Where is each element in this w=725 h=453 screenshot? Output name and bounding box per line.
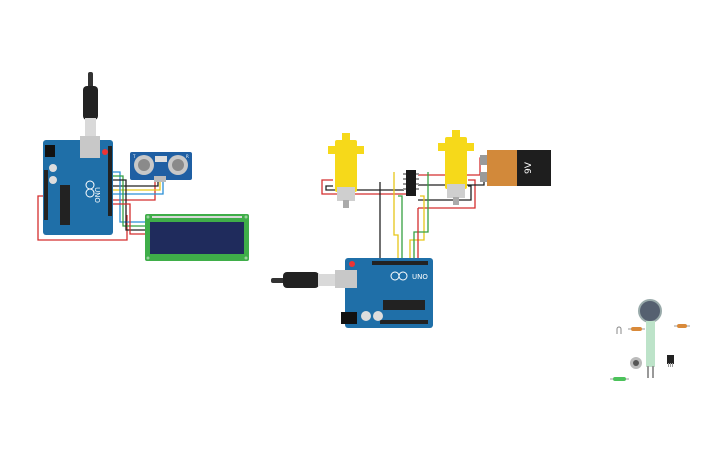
resistor-right[interactable] xyxy=(674,324,690,328)
uno-label-middle: UNO xyxy=(412,273,428,281)
digital-header xyxy=(108,146,112,216)
digital-header xyxy=(372,261,428,265)
power-jack xyxy=(45,145,55,157)
force-sensor[interactable] xyxy=(638,299,662,378)
uno-label-left: UNO xyxy=(93,187,101,203)
middle-circuit: 9V UNO xyxy=(271,130,551,328)
dc-motor-left[interactable] xyxy=(328,133,364,208)
sensor-label-r: R xyxy=(186,154,189,159)
battery-9v[interactable]: 9V xyxy=(480,150,551,186)
transistor[interactable] xyxy=(667,355,674,367)
usb-port xyxy=(80,136,100,158)
power-analog-header xyxy=(380,320,428,324)
resistor-left[interactable] xyxy=(628,327,645,331)
usb-cable-middle[interactable] xyxy=(271,272,336,288)
ultrasonic-sensor[interactable]: T R xyxy=(130,152,192,182)
loose-components xyxy=(610,299,690,381)
diode-green[interactable] xyxy=(610,377,629,381)
lcd-16x2[interactable] xyxy=(145,214,249,261)
middle-wires xyxy=(321,157,488,262)
atmega-chip xyxy=(60,185,70,225)
arduino-uno-left[interactable]: UNO xyxy=(43,136,113,235)
potentiometer[interactable] xyxy=(630,357,642,369)
power-jack xyxy=(341,312,357,324)
motor-driver-ic[interactable] xyxy=(403,170,419,196)
left-circuit: UNO T R xyxy=(37,72,249,261)
battery-label: 9V xyxy=(524,161,534,174)
usb-cable-left[interactable] xyxy=(83,72,98,136)
led-small[interactable] xyxy=(616,326,622,334)
atmega-chip xyxy=(383,300,425,310)
usb-port xyxy=(335,270,357,288)
sensor-label-t: T xyxy=(132,154,136,159)
arduino-uno-middle[interactable]: UNO xyxy=(335,258,433,328)
dc-motor-right[interactable] xyxy=(438,130,474,205)
analog-header xyxy=(44,170,48,220)
